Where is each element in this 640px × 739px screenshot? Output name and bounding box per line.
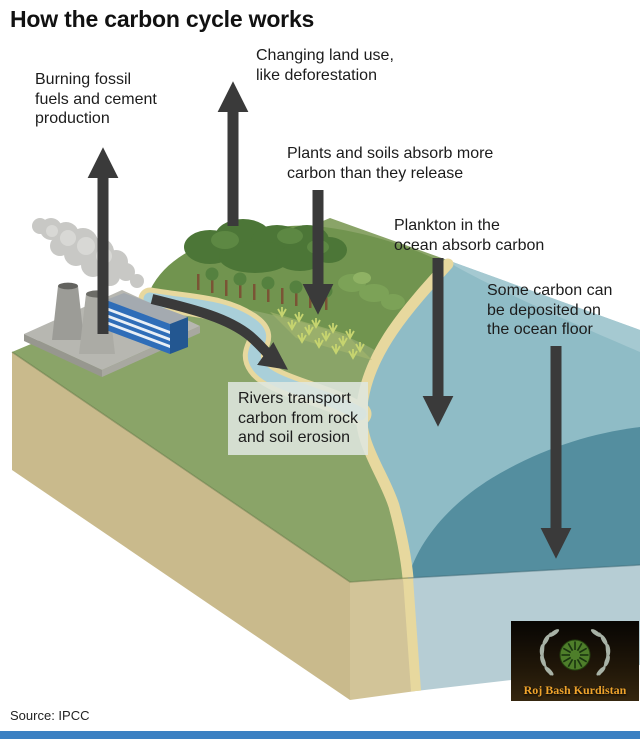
wreath-emblem-icon — [539, 626, 613, 678]
flow-arrows — [87, 81, 572, 559]
label-plankton-absorb: Plankton in the ocean absorb carbon — [394, 217, 545, 254]
ocean-surface — [361, 261, 640, 578]
watermark-text: Roj Bash Kurdistan — [523, 683, 627, 697]
label-changing-land-use: Changing land use, like deforestation — [256, 47, 394, 84]
watermark-logo: Roj Bash Kurdistan — [511, 621, 639, 701]
block-edges — [11, 351, 640, 583]
factory-building — [106, 293, 188, 354]
factory — [24, 218, 200, 377]
river-transport-arrow — [150, 294, 288, 370]
crop-field — [270, 306, 372, 360]
smoke-plume — [32, 218, 144, 288]
source-credit: Source: IPCC — [10, 708, 90, 723]
page-title: How the carbon cycle works — [10, 6, 315, 32]
bushes — [338, 272, 405, 310]
footer-bar — [0, 731, 640, 739]
label-ocean-floor-deposit: Some carbon can be deposited on the ocea… — [487, 282, 613, 339]
shallow-shelf — [450, 261, 640, 352]
label-plants-soils-absorb: Plants and soils absorb more carbon than… — [287, 145, 494, 182]
forest — [184, 219, 405, 310]
label-burning-fossil-fuels: Burning fossil fuels and cement producti… — [35, 71, 157, 128]
deep-ocean-area — [408, 427, 640, 578]
label-rivers-transport: Rivers transport carbon from rock and so… — [228, 382, 369, 455]
